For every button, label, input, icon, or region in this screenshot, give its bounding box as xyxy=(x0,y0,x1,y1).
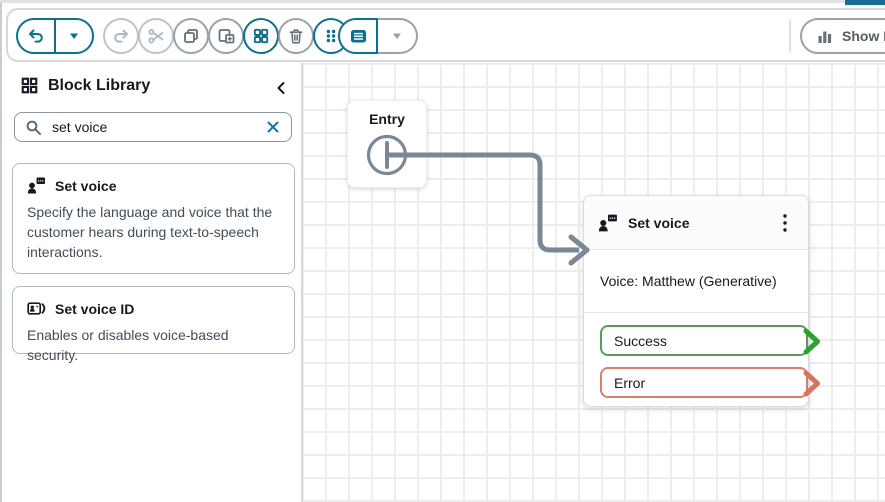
block-card-title-row: Set voice xyxy=(27,176,280,195)
flow-details-menu-button[interactable] xyxy=(378,18,418,54)
block-card-description: Specify the language and voice that the … xyxy=(27,204,273,260)
node-menu-button[interactable] xyxy=(774,210,796,236)
voice-id-icon xyxy=(27,299,46,318)
flow-canvas[interactable]: Entry Set voice Voice: Matthew (Generati… xyxy=(303,63,885,502)
panel-title: Block Library xyxy=(48,76,151,94)
drag-dots-icon xyxy=(322,27,340,45)
undo-button-group xyxy=(16,18,94,54)
entry-block-label: Entry xyxy=(369,111,405,127)
left-edge-line xyxy=(0,3,2,502)
undo-menu-button[interactable] xyxy=(54,20,92,52)
copy-icon xyxy=(182,27,200,45)
node-branches: Success Error xyxy=(584,313,820,398)
clear-search-button[interactable] xyxy=(265,119,281,135)
delete-button[interactable] xyxy=(278,18,314,54)
show-metrics-label: Show M xyxy=(842,28,885,44)
block-search-box xyxy=(14,112,292,142)
block-library-panel: Block Library Set voice Specify the xyxy=(2,63,303,502)
redo-button[interactable] xyxy=(103,18,139,54)
branch-label: Success xyxy=(614,332,667,349)
ellipsis-vertical-icon xyxy=(783,213,787,232)
block-card-title: Set voice ID xyxy=(55,300,135,317)
redo-icon xyxy=(112,27,130,45)
toolbar-separator xyxy=(789,20,791,52)
show-metrics-button[interactable]: Show M xyxy=(800,18,885,54)
block-card-title: Set voice xyxy=(55,177,117,194)
blocks-grid-icon xyxy=(252,27,270,45)
flow-details-icon xyxy=(349,27,368,45)
set-voice-node[interactable]: Set voice Voice: Matthew (Generative) Su… xyxy=(583,195,820,407)
branch-label: Error xyxy=(614,374,646,391)
branch-connector-arrow-error[interactable] xyxy=(803,369,822,398)
caret-down-icon xyxy=(390,29,404,43)
person-speech-icon xyxy=(598,213,618,233)
copy-button[interactable] xyxy=(173,18,209,54)
undo-icon xyxy=(27,27,45,45)
flow-details-button-group xyxy=(338,18,418,54)
undo-button[interactable] xyxy=(18,20,54,52)
branch-connector-arrow-success[interactable] xyxy=(803,327,822,356)
cut-button[interactable] xyxy=(138,18,174,54)
block-card-set-voice[interactable]: Set voice Specify the language and voice… xyxy=(12,163,295,274)
entry-block[interactable]: Entry xyxy=(347,100,427,188)
top-edge-strip-accent xyxy=(845,0,885,5)
block-library-toggle-button[interactable] xyxy=(243,18,279,54)
branch-success[interactable]: Success xyxy=(600,325,820,356)
block-card-description: Enables or disables voice-based security… xyxy=(27,327,229,363)
bar-chart-icon xyxy=(816,27,834,45)
block-search-input[interactable] xyxy=(50,118,257,136)
block-library-header: Block Library xyxy=(20,76,150,95)
caret-down-icon xyxy=(67,29,81,43)
chevron-left-icon xyxy=(274,80,288,96)
paste-icon xyxy=(217,27,235,45)
paste-button[interactable] xyxy=(208,18,244,54)
block-card-title-row: Set voice ID xyxy=(27,299,280,318)
person-speech-icon xyxy=(27,176,46,195)
block-card-set-voice-id[interactable]: Set voice ID Enables or disables voice-b… xyxy=(12,286,295,363)
trash-icon xyxy=(287,27,305,45)
node-title: Set voice xyxy=(628,214,690,231)
collapse-panel-button[interactable] xyxy=(268,76,294,100)
block-library-icon xyxy=(20,76,39,95)
branch-error[interactable]: Error xyxy=(600,367,820,398)
top-edge-strip xyxy=(0,0,885,3)
node-header: Set voice xyxy=(584,196,808,250)
scissors-icon xyxy=(147,27,165,45)
toolbar: Show M xyxy=(6,8,885,62)
flow-details-button[interactable] xyxy=(338,18,378,54)
search-icon xyxy=(25,119,42,136)
node-detail: Voice: Matthew (Generative) xyxy=(584,250,808,313)
